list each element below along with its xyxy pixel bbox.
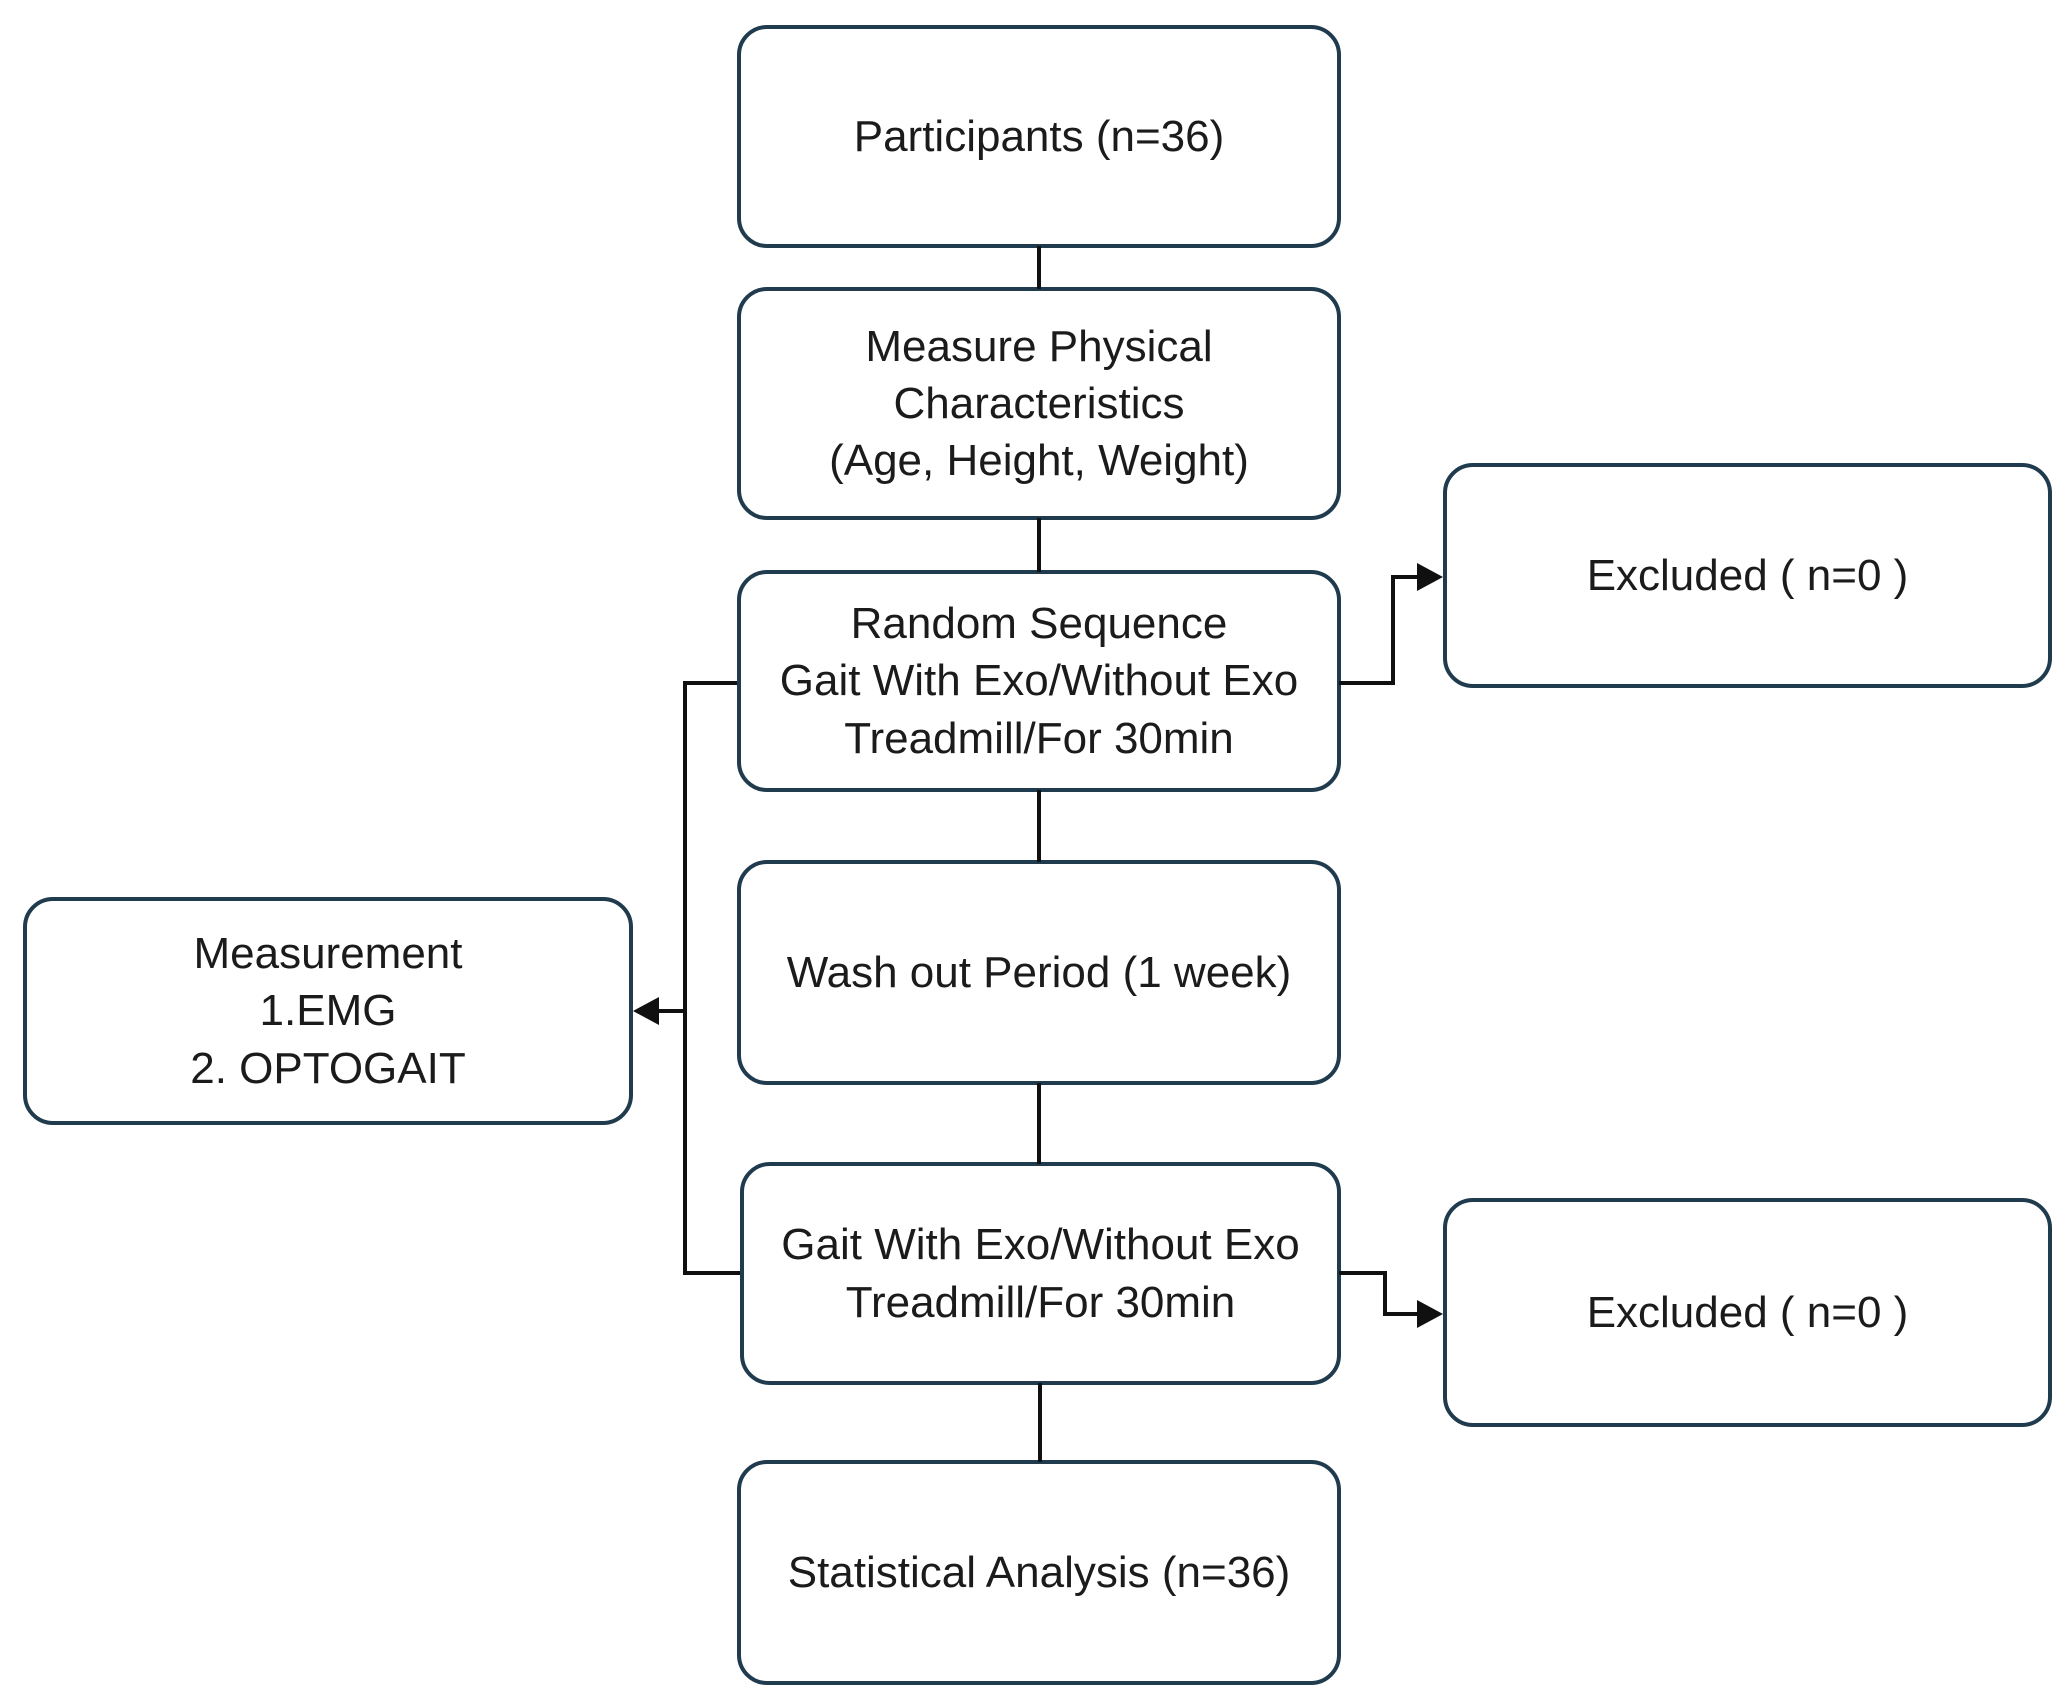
node-text-line: 2. OPTOGAIT [190,1043,466,1093]
node-text-line: Excluded ( n=0 ) [1586,550,1909,600]
node-text-line: Treadmill/For 30min [844,713,1234,763]
node-statistical-analysis-text: Statistical Analysis (n=36) [788,1544,1291,1601]
connector-random-excluded-h1 [1339,681,1395,685]
node-text-line: Measure Physical [865,321,1213,371]
node-measure-physical-text: Measure Physical Characteristics (Age, H… [829,318,1249,490]
node-wash-out-text: Wash out Period (1 week) [787,944,1292,1001]
node-excluded-top: Excluded ( n=0 ) [1443,463,2052,688]
connector-measure-random [1037,518,1041,572]
bracket-v [683,681,687,1275]
arrow-head-measurement-icon [633,997,659,1025]
connector-gait-excluded-h1 [1339,1271,1387,1275]
node-participants: Participants (n=36) [737,25,1341,248]
connector-random-washout [1037,790,1041,862]
node-text-line: Gait With Exo/Without Exo [781,1220,1300,1270]
node-statistical-analysis: Statistical Analysis (n=36) [737,1460,1341,1685]
node-excluded-bottom: Excluded ( n=0 ) [1443,1198,2052,1427]
node-text-line: Statistical Analysis (n=36) [787,1547,1291,1597]
node-text-line: Participants (n=36) [853,111,1225,161]
node-participants-text: Participants (n=36) [854,108,1225,165]
connector-random-excluded-h2 [1391,575,1421,579]
node-text-line: Gait With Exo/Without Exo [779,656,1299,706]
node-random-sequence-text: Random Sequence Gait With Exo/Without Ex… [780,595,1298,767]
node-text-line: Treadmill/For 30min [845,1277,1236,1327]
connector-random-excluded-v [1391,575,1395,685]
node-measurement-text: Measurement 1.EMG 2. OPTOGAIT [190,925,465,1097]
node-measurement: Measurement 1.EMG 2. OPTOGAIT [23,897,633,1125]
node-text-line: (Age, Height, Weight) [829,436,1249,486]
node-text-line: Measurement [193,929,463,979]
connector-washout-gait [1037,1083,1041,1164]
arrow-head-excluded-top-icon [1417,563,1443,591]
node-text-line: Random Sequence [850,599,1228,649]
node-text-line: Characteristics [893,378,1185,428]
node-gait-text: Gait With Exo/Without Exo Treadmill/For … [781,1216,1299,1330]
connector-gait-excluded-h2 [1383,1312,1419,1316]
node-text-line: 1.EMG [259,986,397,1036]
bracket-bottom-h [683,1271,740,1275]
node-excluded-bottom-text: Excluded ( n=0 ) [1587,1284,1909,1341]
node-random-sequence: Random Sequence Gait With Exo/Without Ex… [737,570,1341,792]
bracket-top-h [683,681,737,685]
connector-participants-measure [1037,246,1041,289]
connector-gait-statistical [1038,1383,1042,1462]
connector-measurement-h [655,1009,687,1013]
node-text-line: Excluded ( n=0 ) [1586,1287,1909,1337]
node-measure-physical: Measure Physical Characteristics (Age, H… [737,287,1341,520]
node-excluded-top-text: Excluded ( n=0 ) [1587,547,1909,604]
connector-gait-excluded-v [1383,1271,1387,1316]
node-wash-out: Wash out Period (1 week) [737,860,1341,1085]
node-text-line: Wash out Period (1 week) [786,947,1292,997]
node-gait: Gait With Exo/Without Exo Treadmill/For … [740,1162,1341,1385]
arrow-head-excluded-bottom-icon [1417,1300,1443,1328]
